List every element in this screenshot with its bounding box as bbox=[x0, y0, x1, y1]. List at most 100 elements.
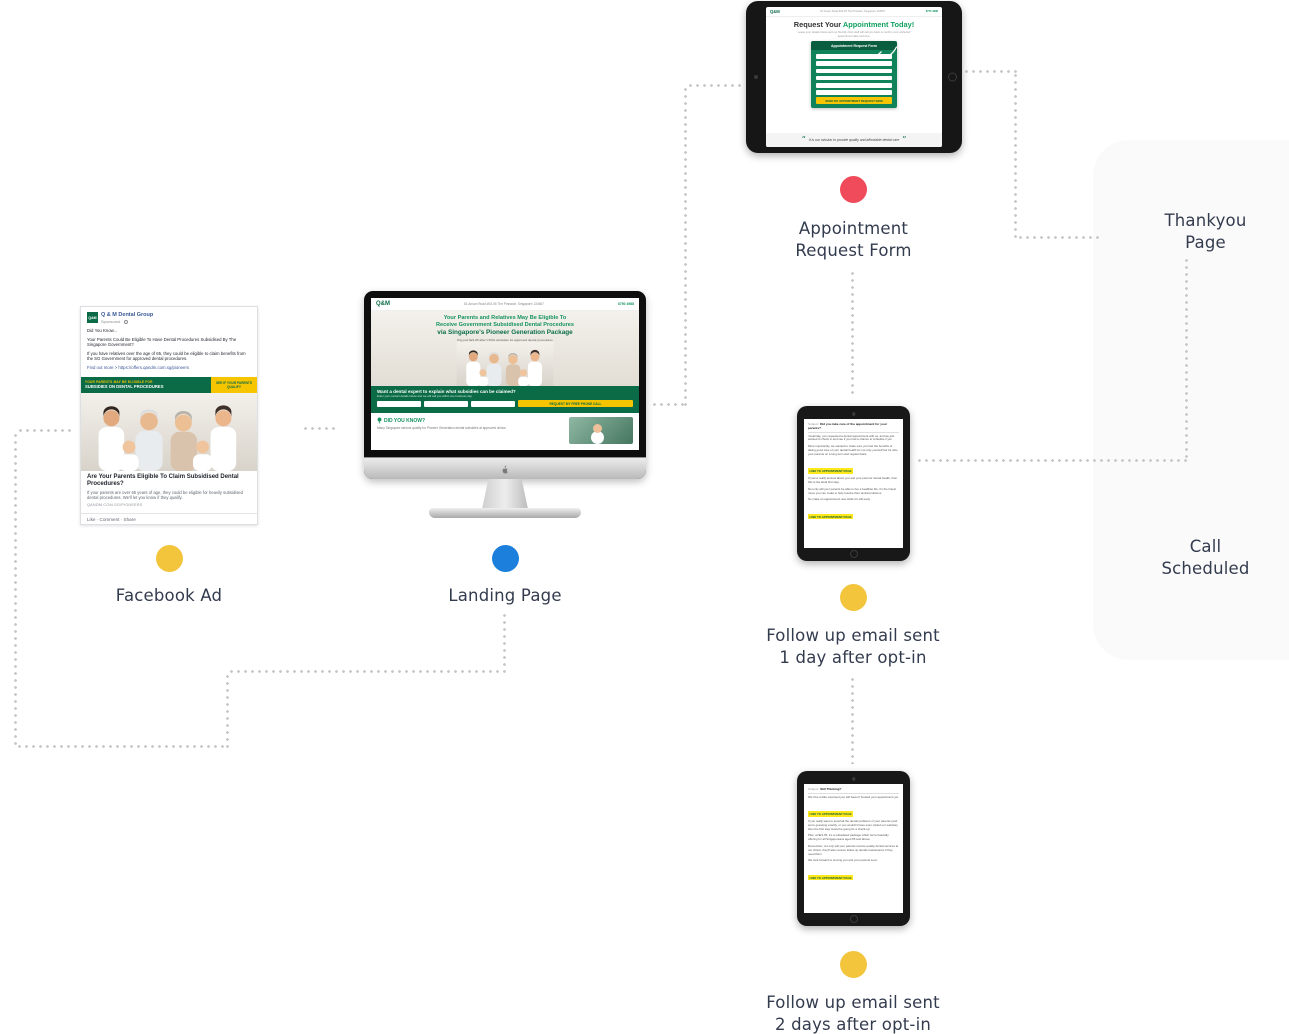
headline-prefix: Request Your bbox=[793, 20, 843, 29]
call-scheduled-label: Call Scheduled bbox=[1148, 536, 1263, 580]
apple-logo-icon bbox=[502, 465, 508, 473]
facebook-page-name[interactable]: Q & M Dental Group bbox=[101, 312, 154, 318]
did-you-know-text-title: DID YOU KNOW? bbox=[384, 417, 426, 424]
label-line: Scheduled bbox=[1161, 559, 1250, 578]
send-appointment-request-button[interactable]: SEND MY APPOINTMENT REQUEST NOW bbox=[816, 97, 892, 105]
cta-input-field[interactable] bbox=[471, 400, 515, 407]
subject-text: Did you take care of the appointment for… bbox=[808, 422, 887, 430]
form-field[interactable] bbox=[816, 90, 892, 95]
connector-form-to-email1 bbox=[851, 270, 854, 398]
email-day1-label: Follow up email sent 1 day after opt-in bbox=[753, 625, 953, 669]
landing-phone: 6750 4988 bbox=[617, 302, 634, 306]
avatar-text: Q&M bbox=[88, 315, 97, 320]
landing-cta-band: Want a dental expert to explain what sub… bbox=[371, 386, 639, 413]
ad-banner-text: YOUR PARENTS MAY BE ELIGIBLE FOR SUBSIDI… bbox=[81, 376, 211, 393]
email-subject-row: Subject: Still Thinking? bbox=[808, 787, 899, 794]
headline-accent: Appointment Today! bbox=[842, 20, 915, 29]
banner-line1: YOUR PARENTS MAY BE ELIGIBLE FOR bbox=[85, 380, 153, 385]
cta-input-field[interactable] bbox=[424, 400, 468, 407]
globe-icon bbox=[123, 319, 128, 324]
ad-headline: Are Your Parents Eligible To Claim Subsi… bbox=[87, 473, 239, 488]
open-quote-icon: “ bbox=[801, 135, 806, 144]
ad-description: If your parents are over 65 years of age… bbox=[87, 490, 243, 501]
imac-chin bbox=[364, 457, 646, 479]
form-field[interactable] bbox=[816, 82, 892, 88]
ad-text-line: If you have relatives over the age of 65… bbox=[87, 350, 246, 362]
email-paragraph: Not only will your parents be able to li… bbox=[808, 486, 896, 495]
facebook-post-header: Q&M Q & M Dental Group Sponsored · bbox=[81, 307, 257, 326]
landing-logo: Q&M bbox=[376, 301, 390, 307]
cta-subtitle: Enter your contact details below and we … bbox=[377, 394, 472, 398]
imac-display: Q&M 81 Anson Road #04-06 The Pinnacle, S… bbox=[364, 291, 646, 479]
ad-text-line: Your Parents Could Be Eligible To Have D… bbox=[87, 336, 237, 348]
ad-caption: Are Your Parents Eligible To Claim Subsi… bbox=[81, 471, 257, 509]
connector-retarget-v3 bbox=[14, 432, 17, 748]
ad-banner: YOUR PARENTS MAY BE ELIGIBLE FOR SUBSIDI… bbox=[81, 376, 257, 393]
video-thumbnail[interactable] bbox=[569, 417, 633, 444]
request-call-button[interactable]: REQUEST MY FREE PHONE CALL bbox=[518, 400, 633, 407]
email-paragraph: We'd be a little surprised you still hav… bbox=[808, 794, 899, 799]
appointment-form-label: Appointment Request Form bbox=[788, 218, 919, 262]
appointment-headline: Request Your Appointment Today! bbox=[766, 20, 942, 29]
email-day2-tablet: Subject: Still Thinking? We'd be a littl… bbox=[797, 771, 910, 926]
appointment-logo: Q&M bbox=[770, 9, 780, 14]
close-quote-icon: ” bbox=[902, 135, 907, 144]
facebook-ad-mockup: Q&M Q & M Dental Group Sponsored · Did Y… bbox=[80, 306, 258, 525]
banner-line2: SUBSIDIES ON DENTAL PROCEDURES bbox=[85, 384, 164, 390]
tablet-camera-icon bbox=[754, 75, 758, 79]
email-paragraph: If you're really serious about you and y… bbox=[808, 476, 898, 485]
label-line: Facebook Ad bbox=[115, 586, 223, 605]
appointment-request-form: Appointment Request Form SEND MY APPOINT… bbox=[811, 41, 898, 109]
sponsored-text: Sponsored · bbox=[101, 319, 123, 324]
form-field[interactable] bbox=[816, 75, 892, 81]
label-line: Thankyou bbox=[1164, 211, 1247, 230]
ad-link[interactable]: Find out more > https://offers.qandm.com… bbox=[87, 364, 190, 370]
label-line: Appointment bbox=[798, 219, 909, 238]
tablet-camera-icon bbox=[851, 412, 856, 416]
connector-retarget-h3 bbox=[17, 429, 73, 432]
landing-page-dot bbox=[492, 545, 519, 572]
connector-thankyou-to-email1-v bbox=[1185, 257, 1188, 461]
form-field[interactable] bbox=[816, 68, 892, 74]
lightbulb-icon bbox=[377, 417, 382, 424]
did-you-know-text: Many Singapore seniors qualify for Pione… bbox=[377, 426, 507, 430]
thankyou-page-label: Thankyou Page bbox=[1148, 210, 1263, 254]
appointment-page-link[interactable]: LINK TO APPOINTMENT PAGE bbox=[808, 468, 854, 475]
landing-address: 81 Anson Road #04-06 The Pinnacle, Singa… bbox=[464, 302, 544, 306]
email-paragraph: More importantly, we wanted to make sure… bbox=[808, 443, 898, 456]
imac-stand-neck bbox=[482, 479, 528, 509]
connector-form-to-thankyou-h2 bbox=[1017, 236, 1103, 239]
tablet-home-button bbox=[849, 915, 858, 923]
label-line: Request Form bbox=[795, 241, 912, 260]
form-field[interactable] bbox=[816, 54, 892, 59]
appointment-page-link[interactable]: LINK TO APPOINTMENT PAGE bbox=[808, 513, 854, 520]
email-day2-dot bbox=[840, 951, 867, 978]
facebook-page-avatar: Q&M bbox=[87, 312, 98, 323]
cta-input-field[interactable] bbox=[377, 400, 421, 407]
email-paragraph: Plus, at $21.65, it's a subsidised packa… bbox=[808, 833, 889, 842]
connector-email1-to-email2 bbox=[851, 676, 854, 764]
appointment-topbar: Q&M 81 Anson Road #04-06 The Pinnacle, S… bbox=[766, 7, 942, 17]
appointment-address: 81 Anson Road #04-06 The Pinnacle, Singa… bbox=[820, 10, 886, 13]
right-backdrop-panel bbox=[1093, 140, 1289, 660]
label-line: 1 day after opt-in bbox=[779, 648, 927, 667]
form-title: Appointment Request Form bbox=[811, 41, 897, 51]
landing-page-label: Landing Page bbox=[420, 585, 590, 607]
form-field[interactable] bbox=[816, 61, 892, 66]
appointment-page-screen: Q&M 81 Anson Road #04-06 The Pinnacle, S… bbox=[766, 7, 942, 147]
appointment-page-link[interactable]: LINK TO APPOINTMENT PAGE bbox=[808, 811, 854, 817]
facebook-post-body: Did You Know... Your Parents Could Be El… bbox=[81, 326, 257, 377]
see-if-parents-qualify-button[interactable]: SEE IF YOUR PARENTS QUALIFY bbox=[211, 376, 257, 393]
cta-title: Want a dental expert to explain what sub… bbox=[377, 388, 516, 394]
subject-label: Subject: bbox=[808, 422, 820, 426]
label-line: Page bbox=[1185, 233, 1226, 252]
connector-retarget-v1 bbox=[503, 612, 506, 672]
email-paragraph: Yesterday, you requested a dental appoin… bbox=[808, 433, 895, 442]
connector-retarget-h2 bbox=[16, 745, 228, 748]
appointment-form-dot bbox=[840, 176, 867, 203]
mission-quote: “ It is our mission to provide quality a… bbox=[766, 133, 942, 147]
appointment-page-link[interactable]: LINK TO APPOINTMENT PAGE bbox=[808, 874, 854, 881]
landing-family-photo bbox=[371, 342, 639, 386]
landing-headline-3: via Singapore's Pioneer Generation Packa… bbox=[437, 329, 573, 336]
facebook-actions-bar[interactable]: Like · Comment · Share bbox=[81, 513, 257, 524]
